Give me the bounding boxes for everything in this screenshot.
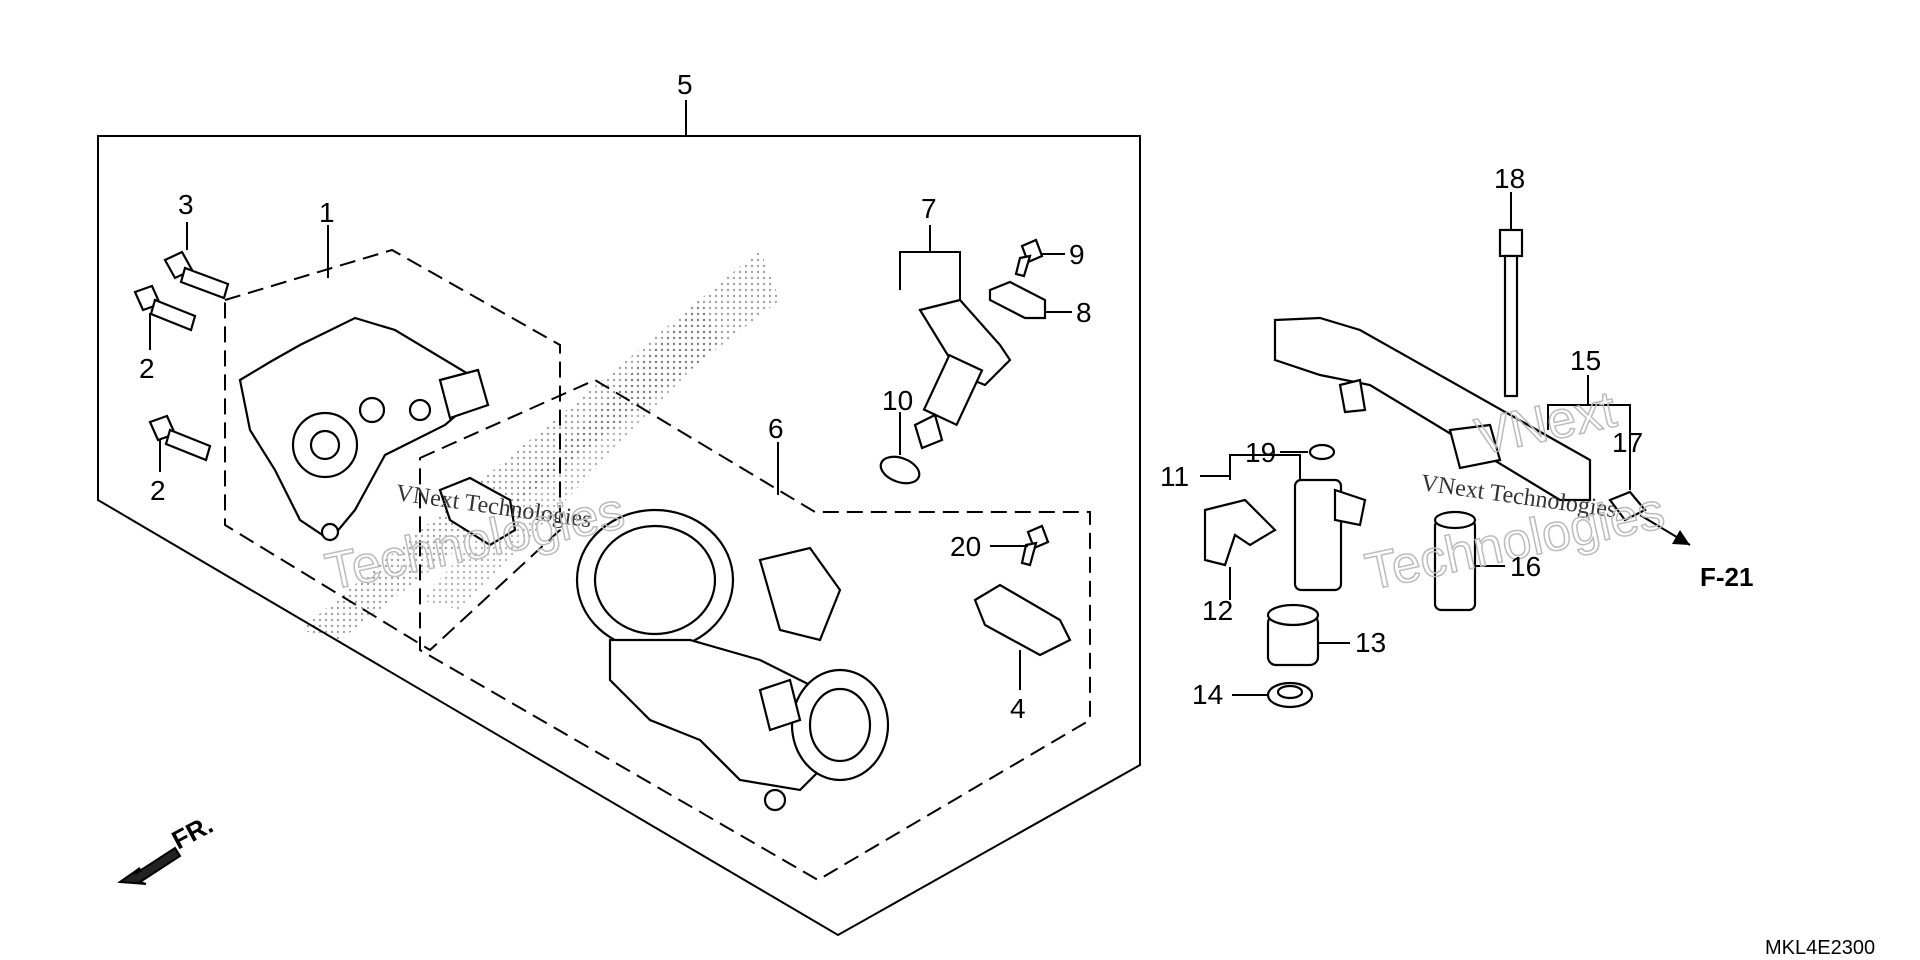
group-box-1 [224, 225, 561, 652]
label-part-19: 19 [1245, 437, 1276, 468]
label-part-6: 6 [768, 413, 784, 444]
clip-part-12 [1203, 498, 1277, 600]
screw-part-9 [1014, 238, 1065, 278]
label-part-1: 1 [319, 197, 335, 228]
label-part-18: 18 [1494, 163, 1525, 194]
label-part-13: 13 [1355, 627, 1386, 658]
label-part-11: 11 [1160, 461, 1189, 492]
injector-part-11 [1200, 454, 1367, 592]
bolt-part-2-lower [148, 414, 212, 472]
front-arrow [117, 846, 182, 885]
throttle-body-part-6 [575, 508, 890, 812]
small-connector [438, 476, 517, 547]
bolt-part-2-upper [133, 284, 197, 350]
label-part-12: 12 [1202, 595, 1233, 626]
clip-part-17 [1608, 490, 1647, 522]
fuel-rail [1273, 316, 1592, 502]
label-part-9: 9 [1069, 239, 1085, 270]
label-part-16: 16 [1510, 551, 1541, 582]
label-part-20: 20 [950, 531, 981, 562]
cushion-part-13 [1266, 603, 1350, 667]
label-part-2-upper: 2 [139, 353, 155, 384]
label-part-4: 4 [1010, 693, 1026, 724]
seal-ring-part-14 [1232, 681, 1314, 709]
diagram-code: MKL4E2300 [1765, 937, 1875, 959]
label-part-3: 3 [178, 189, 194, 220]
label-part-5: 5 [677, 69, 693, 100]
o-ring-part-10 [879, 412, 921, 485]
gasket-part-8 [988, 280, 1072, 320]
label-part-17: 17 [1612, 427, 1643, 458]
o-ring-part-19 [1280, 443, 1336, 461]
long-bolt-part-18 [1498, 192, 1524, 398]
sensor-assembly-part-1 [238, 316, 490, 542]
label-part-15: 15 [1570, 345, 1601, 376]
reference-label: F-21 [1700, 562, 1753, 592]
sensor-part-7 [899, 225, 1012, 450]
label-part-8: 8 [1076, 297, 1092, 328]
leader-15 [1547, 375, 1631, 490]
label-part-14: 14 [1192, 679, 1223, 710]
bolt-part-3 [163, 222, 230, 300]
label-part-7: 7 [921, 193, 937, 224]
part-number-labels: 1 2 2 3 4 5 6 7 8 9 10 11 12 13 14 15 16… [139, 69, 1643, 724]
label-part-2-lower: 2 [150, 475, 166, 506]
screw-part-20 [990, 524, 1050, 567]
label-part-10: 10 [882, 385, 913, 416]
reference-arrow [1639, 514, 1691, 546]
sleeve-part-16 [1433, 510, 1505, 612]
group-box-6 [419, 378, 1091, 882]
group-box-5 [97, 100, 1141, 937]
bracket-part-4 [973, 583, 1072, 690]
